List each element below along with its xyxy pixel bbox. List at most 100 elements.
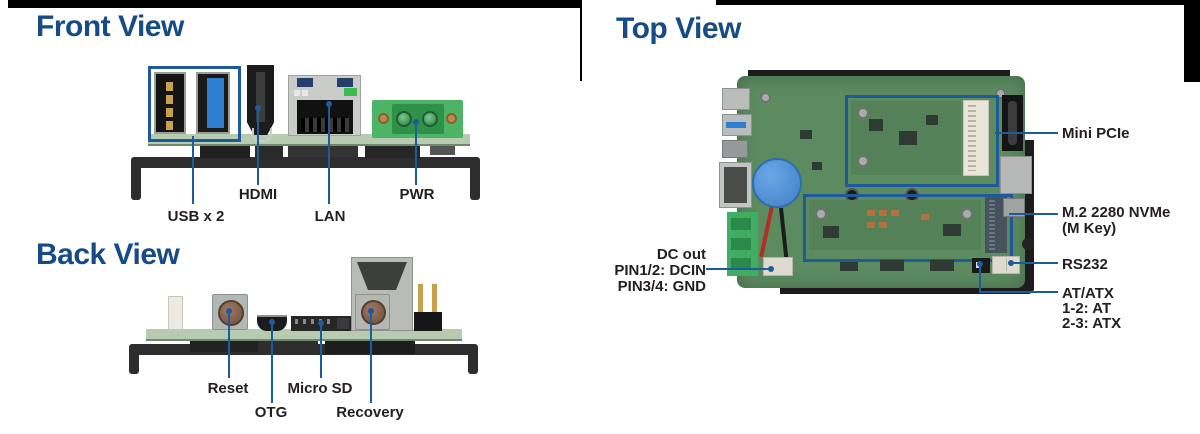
- component-chip: [812, 162, 822, 170]
- m2-slot-connector: [985, 197, 1007, 253]
- pwr-screw: [396, 111, 412, 127]
- capacitor: [891, 210, 899, 216]
- module-screw: [857, 155, 869, 167]
- hdmi-latch-loop: [252, 128, 272, 142]
- hdmi-port: [247, 65, 274, 135]
- capacitor: [921, 214, 929, 220]
- hdmi-slot: [256, 72, 265, 122]
- power-input-connector: [1002, 95, 1023, 151]
- coin-battery: [752, 158, 802, 208]
- usb-shell-opening: [724, 167, 747, 203]
- white-connector: [168, 296, 183, 330]
- mini-pcie-pins: [968, 105, 976, 171]
- rs232-leader: [1012, 262, 1058, 264]
- corner-screw: [995, 88, 1006, 99]
- page-edge-tab: [1184, 0, 1200, 82]
- dc-out-label: DC out PIN1/2: DCIN PIN3/4: GND: [560, 247, 706, 295]
- at-atx-leader-horizontal: [979, 291, 1058, 293]
- component-chip: [880, 260, 904, 271]
- pwr-plug-body: [392, 104, 444, 134]
- dc-terminal-block: [727, 212, 758, 276]
- top-rule-right: [716, 0, 1200, 5]
- m2-slot-pins: [989, 200, 995, 250]
- right-sd-slot: [1000, 156, 1032, 194]
- usb2-contact: [166, 108, 173, 117]
- rs232-label: RS232: [1062, 256, 1108, 273]
- header-pin: [432, 284, 437, 330]
- side-usb3-connector: [722, 114, 752, 136]
- capacitor: [867, 210, 875, 216]
- dc-out-label-line2: PIN1/2: DCIN: [614, 262, 706, 279]
- recovery-label: Recovery: [336, 404, 404, 421]
- otg-leader-dot: [269, 319, 275, 325]
- recovery-leader-dot: [368, 308, 374, 314]
- dc-out-label-line1: DC out: [656, 246, 706, 263]
- pwr-screw: [422, 111, 438, 127]
- header-base: [414, 312, 442, 331]
- mini-pcie-outline: [845, 95, 999, 187]
- front-bracket-right-leg: [470, 162, 480, 200]
- back-bracket-left-leg: [129, 350, 139, 374]
- usb2-contact: [166, 121, 173, 130]
- micro-sd-pins: [295, 319, 335, 324]
- terminal-slot: [731, 258, 751, 270]
- module-chip: [869, 119, 883, 131]
- micro-sd-leader: [320, 324, 322, 378]
- back-bracket-right-leg: [468, 350, 478, 374]
- right-micro-usb: [1003, 198, 1025, 217]
- reset-label: Reset: [207, 380, 249, 397]
- micro-sd-label: Micro SD: [287, 380, 353, 397]
- module-chip: [899, 131, 917, 145]
- usb2-port: [154, 72, 186, 134]
- lan-jack-opening: [297, 100, 353, 134]
- component-chip: [800, 130, 812, 139]
- terminal-slot: [731, 218, 751, 230]
- usb2-contact: [166, 82, 173, 91]
- at-atx-leader-vertical: [979, 264, 981, 292]
- component-under-board: [255, 146, 283, 160]
- mini-pcie-connector: [963, 100, 989, 176]
- usb-label: USB x 2: [167, 208, 225, 225]
- top-view-title: Top View: [616, 12, 741, 45]
- capacitor: [879, 222, 887, 228]
- pwr-mount-hole: [446, 113, 457, 124]
- rs232-pin-divider: [1006, 259, 1007, 271]
- pwr-leader: [415, 122, 417, 185]
- back-view-title: Back View: [36, 238, 180, 271]
- rs232-connector: [992, 256, 1020, 274]
- component-under-board: [430, 146, 455, 155]
- recovery-leader: [370, 312, 372, 403]
- hdmi-leader: [257, 108, 259, 185]
- lan-led-left: [302, 90, 308, 96]
- side-usb-connector: [722, 88, 750, 110]
- reset-leader-dot: [226, 308, 232, 314]
- front-bracket-bar: [131, 157, 480, 168]
- lan-leader: [328, 104, 330, 204]
- at-atx-label-line3: 2-3: ATX: [1062, 315, 1122, 332]
- component-chip: [840, 262, 858, 271]
- mini-pcie-module: [851, 101, 961, 175]
- usb-group-outline: [148, 66, 241, 142]
- column-divider: [580, 0, 582, 81]
- back-pcb-edge: [146, 329, 462, 341]
- m2-label-line1: M.2 2280 NVMe: [1062, 204, 1171, 221]
- hdmi-label: HDMI: [238, 186, 278, 203]
- component-chip: [930, 260, 954, 271]
- lan-led-left: [294, 90, 300, 96]
- component-under-board: [190, 341, 310, 352]
- audio-jack: [1022, 238, 1034, 250]
- m2-label-line2: (M Key): [1062, 220, 1117, 237]
- corner-screw: [760, 92, 771, 103]
- header-pin: [418, 284, 423, 330]
- mini-pcie-leader: [995, 132, 1058, 134]
- usb3-tongue: [726, 122, 746, 128]
- dc-out-label-line3: PIN3/4: GND: [617, 278, 706, 295]
- pwr-label: PWR: [399, 186, 435, 203]
- mini-pcie-label: Mini PCIe: [1062, 125, 1130, 142]
- usb2-contact: [166, 95, 173, 104]
- micro-sd-leader-dot: [318, 320, 324, 326]
- component-under-board: [365, 146, 420, 158]
- m2-module-area: [809, 200, 981, 250]
- module-screw: [815, 208, 827, 220]
- at-atx-label-line1: AT/ATX: [1062, 285, 1114, 302]
